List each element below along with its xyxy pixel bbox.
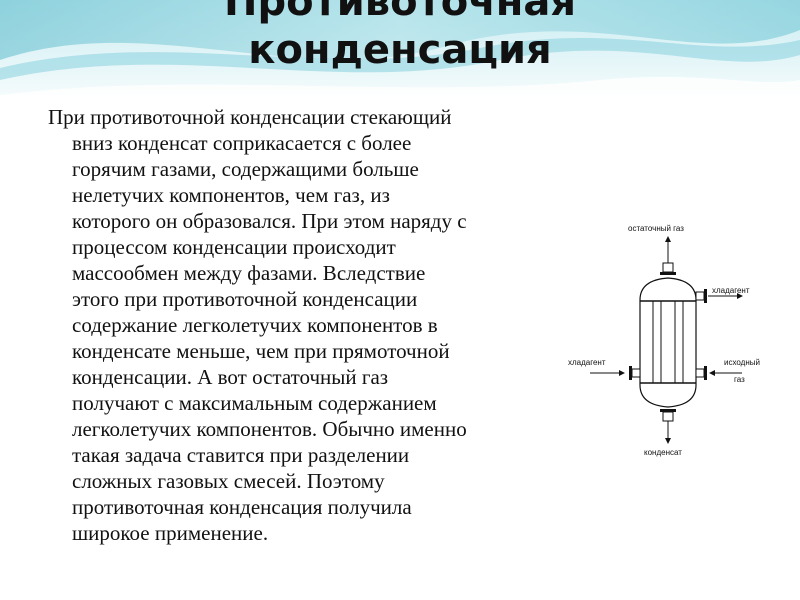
body-line: легколетучих компонентов. Обычно именно xyxy=(72,417,467,441)
body-line: широкое применение. xyxy=(72,521,269,545)
top-nozzle xyxy=(662,262,674,273)
coolant-in-nozzle xyxy=(631,368,641,378)
bottom-nozzle xyxy=(662,411,674,422)
slide-title-line-2: конденсация xyxy=(248,27,552,73)
header-wave-banner xyxy=(0,0,800,95)
body-line: конденсате меньше, чем при прямоточной xyxy=(72,339,450,363)
label-source-gas-1: исходный xyxy=(724,358,760,367)
label-condensate: конденсат xyxy=(644,448,682,457)
condenser-diagram: остаточный газ хладагент исходный газ хл… xyxy=(568,224,760,457)
body-line: процессом конденсации происходит xyxy=(72,235,396,259)
source-gas-nozzle xyxy=(695,368,705,378)
body-line: При противоточной конденсации стекающий xyxy=(48,105,452,129)
vessel-shell xyxy=(639,277,697,408)
source-gas-flange xyxy=(704,366,707,380)
body-line: такая задача ставится при разделении xyxy=(72,443,410,467)
coolant-out-nozzle xyxy=(695,291,705,301)
body-line: содержание легколетучих компонентов в xyxy=(72,313,438,337)
coolant-in-flange xyxy=(629,366,632,380)
body-line: массообмен между фазами. Вследствие xyxy=(72,261,426,285)
body-line: нелетучих компонентов, чем газ, из xyxy=(72,183,390,207)
body-line: этого при противоточной конденсации xyxy=(72,287,418,311)
label-source-gas-2: газ xyxy=(734,375,745,384)
bottom-flange xyxy=(660,409,676,412)
slide-title: Противоточная конденсация xyxy=(0,0,800,74)
body-line: получают с максимальным содержанием xyxy=(72,391,437,415)
body-line: противоточная конденсация получила xyxy=(72,495,412,519)
body-line: горячим газами, содержащими больше xyxy=(72,157,419,181)
label-coolant-in: хладагент xyxy=(568,358,606,367)
body-line: конденсации. А вот остаточный газ xyxy=(72,365,389,389)
slide-title-line-1: Противоточная xyxy=(223,0,577,25)
body-line: которого он образовался. При этом наряду… xyxy=(72,209,467,233)
label-residual-gas: остаточный газ xyxy=(628,224,684,233)
coolant-out-flange xyxy=(704,289,707,303)
body-paragraph: При противоточной конденсации стекающий … xyxy=(48,104,588,546)
label-coolant-out: хладагент xyxy=(712,286,750,295)
body-line: вниз конденсат соприкасается с более xyxy=(72,131,412,155)
body-line: сложных газовых смесей. Поэтому xyxy=(72,469,385,493)
top-flange xyxy=(660,272,676,275)
